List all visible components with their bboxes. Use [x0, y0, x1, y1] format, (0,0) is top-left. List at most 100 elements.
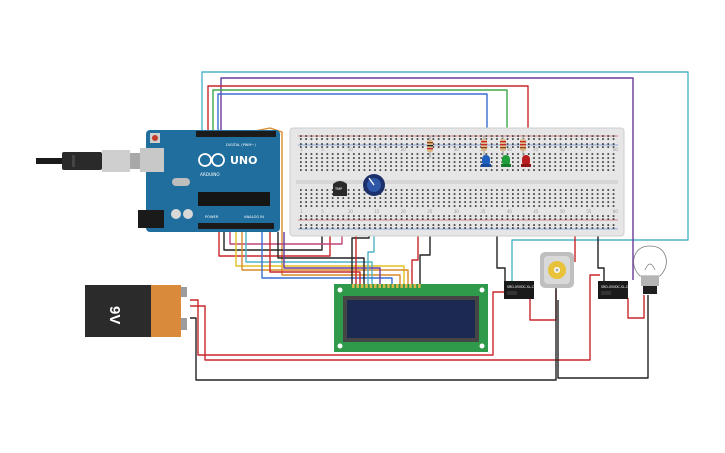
breadboard-hole[interactable] [310, 205, 313, 207]
breadboard-hole[interactable] [443, 218, 445, 220]
lcd-pin[interactable] [396, 284, 399, 288]
breadboard-hole[interactable] [406, 189, 408, 191]
breadboard-hole[interactable] [469, 169, 472, 171]
breadboard-hole[interactable] [459, 224, 461, 226]
breadboard-hole[interactable] [300, 193, 302, 195]
breadboard-hole[interactable] [416, 157, 419, 159]
breadboard-hole[interactable] [469, 224, 472, 226]
breadboard-hole[interactable] [363, 227, 366, 229]
breadboard-hole[interactable] [326, 138, 329, 140]
breadboard-hole[interactable] [374, 135, 376, 137]
breadboard-hole[interactable] [443, 193, 445, 195]
breadboard-hole[interactable] [411, 143, 413, 145]
breadboard-hole[interactable] [565, 138, 567, 140]
breadboard-hole[interactable] [517, 153, 519, 155]
breadboard-hole[interactable] [310, 218, 313, 220]
breadboard-hole[interactable] [353, 146, 355, 148]
breadboard-hole[interactable] [496, 218, 498, 220]
breadboard-hole[interactable] [411, 146, 413, 148]
breadboard-hole[interactable] [384, 197, 387, 199]
breadboard-hole[interactable] [437, 201, 440, 203]
breadboard-hole[interactable] [453, 215, 456, 217]
breadboard-hole[interactable] [384, 169, 387, 171]
breadboard-hole[interactable] [400, 205, 403, 207]
breadboard-hole[interactable] [596, 161, 599, 163]
breadboard-hole[interactable] [395, 169, 398, 171]
breadboard-hole[interactable] [342, 205, 345, 207]
breadboard-hole[interactable] [453, 197, 456, 199]
breadboard-hole[interactable] [326, 218, 329, 220]
breadboard-hole[interactable] [342, 157, 345, 159]
breadboard-hole[interactable] [353, 215, 355, 217]
breadboard-hole[interactable] [443, 165, 445, 167]
breadboard-hole[interactable] [368, 197, 371, 199]
breadboard-hole[interactable] [342, 215, 345, 217]
breadboard-hole[interactable] [358, 135, 360, 137]
breadboard-hole[interactable] [612, 135, 615, 137]
breadboard-hole[interactable] [522, 205, 525, 207]
breadboard-hole[interactable] [464, 218, 466, 220]
breadboard-hole[interactable] [347, 201, 350, 203]
breadboard-hole[interactable] [305, 227, 307, 229]
breadboard-hole[interactable] [310, 165, 313, 167]
breadboard-hole[interactable] [506, 201, 509, 203]
breadboard-hole[interactable] [437, 169, 440, 171]
breadboard-hole[interactable] [421, 153, 424, 155]
breadboard-hole[interactable] [533, 153, 535, 155]
breadboard-hole[interactable] [395, 138, 398, 140]
breadboard-hole[interactable] [612, 143, 615, 145]
breadboard-hole[interactable] [453, 165, 456, 167]
breadboard-hole[interactable] [310, 161, 313, 163]
breadboard-hole[interactable] [607, 138, 610, 140]
breadboard-hole[interactable] [363, 201, 366, 203]
breadboard-hole[interactable] [580, 215, 583, 217]
breadboard-hole[interactable] [485, 193, 488, 195]
breadboard-hole[interactable] [305, 138, 307, 140]
breadboard-hole[interactable] [459, 189, 461, 191]
breadboard-hole[interactable] [517, 227, 519, 229]
breadboard-hole[interactable] [363, 218, 366, 220]
breadboard-hole[interactable] [379, 227, 382, 229]
breadboard-hole[interactable] [490, 153, 493, 155]
breadboard-hole[interactable] [554, 157, 557, 159]
breadboard-hole[interactable] [321, 218, 323, 220]
breadboard-hole[interactable] [353, 201, 355, 203]
breadboard-hole[interactable] [331, 143, 334, 145]
breadboard-hole[interactable] [321, 193, 323, 195]
breadboard-hole[interactable] [353, 169, 355, 171]
breadboard-hole[interactable] [347, 193, 350, 195]
breadboard-hole[interactable] [331, 157, 334, 159]
breadboard-hole[interactable] [485, 205, 488, 207]
breadboard-hole[interactable] [543, 215, 546, 217]
breadboard-hole[interactable] [580, 165, 583, 167]
breadboard-hole[interactable] [512, 227, 514, 229]
breadboard-hole[interactable] [607, 135, 610, 137]
wire-red-led[interactable] [207, 85, 529, 148]
breadboard-hole[interactable] [432, 165, 435, 167]
breadboard-hole[interactable] [586, 197, 588, 199]
breadboard-hole[interactable] [565, 157, 567, 159]
breadboard-hole[interactable] [538, 138, 541, 140]
breadboard-hole[interactable] [315, 193, 318, 195]
breadboard-hole[interactable] [379, 165, 382, 167]
breadboard-hole[interactable] [416, 227, 419, 229]
breadboard-hole[interactable] [496, 135, 498, 137]
breadboard-hole[interactable] [565, 143, 567, 145]
breadboard-hole[interactable] [586, 161, 588, 163]
breadboard-hole[interactable] [400, 227, 403, 229]
breadboard-hole[interactable] [512, 215, 514, 217]
breadboard-hole[interactable] [315, 197, 318, 199]
breadboard-hole[interactable] [448, 189, 451, 191]
breadboard-hole[interactable] [443, 153, 445, 155]
breadboard-hole[interactable] [506, 205, 509, 207]
breadboard-hole[interactable] [310, 201, 313, 203]
breadboard-hole[interactable] [305, 153, 307, 155]
breadboard-hole[interactable] [490, 215, 493, 217]
led-green[interactable] [501, 155, 511, 167]
breadboard-hole[interactable] [326, 205, 329, 207]
breadboard-hole[interactable] [390, 161, 392, 163]
breadboard-hole[interactable] [363, 143, 366, 145]
breadboard-hole[interactable] [443, 161, 445, 163]
breadboard-hole[interactable] [406, 138, 408, 140]
breadboard-hole[interactable] [337, 143, 339, 145]
